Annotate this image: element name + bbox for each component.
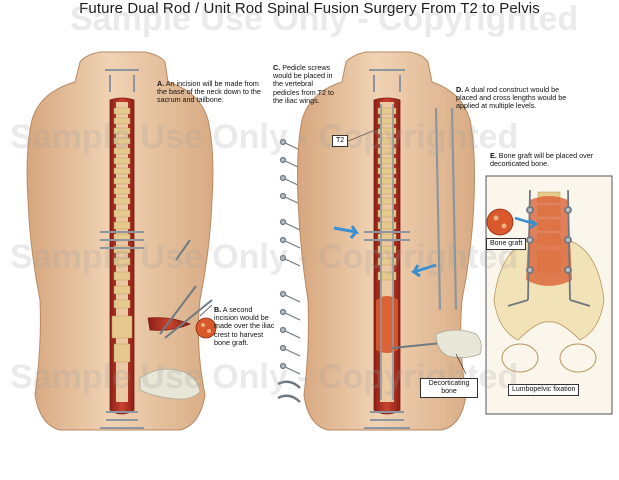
left-torso bbox=[26, 51, 217, 431]
dual-rods bbox=[434, 107, 458, 311]
panel-e-label: E. bbox=[490, 151, 497, 160]
panel-b-label: B. bbox=[214, 305, 222, 314]
panel-a-description: An incision will be made from the base o… bbox=[157, 79, 261, 105]
panel-b-text: B. A second incision would be made over … bbox=[214, 305, 278, 347]
panel-c-text: C. Pedicle screws would be placed in the… bbox=[273, 63, 341, 105]
panel-d-text: D. A dual rod construct would be placed … bbox=[456, 85, 574, 111]
panel-c-description: Pedicle screws would be placed in the ve… bbox=[273, 63, 334, 105]
decorticating-bone-callout: Decorticating bone bbox=[420, 378, 478, 398]
panel-b-description: A second incision would be made over the… bbox=[214, 305, 275, 347]
t2-callout: T2 bbox=[332, 135, 349, 147]
page-title: Future Dual Rod / Unit Rod Spinal Fusion… bbox=[79, 0, 540, 17]
panel-c-label: C. bbox=[273, 63, 281, 72]
pelvis-inset bbox=[485, 175, 613, 415]
panel-a-label: A. bbox=[157, 79, 165, 88]
panel-d-description: A dual rod construct would be placed and… bbox=[456, 85, 567, 111]
panel-e-text: E. Bone graft will be placed over decort… bbox=[490, 151, 610, 169]
panel-a-text: A. An incision will be made from the bas… bbox=[157, 79, 267, 105]
lumbopelvic-fixation-callout: Lumbopelvic fixation bbox=[508, 384, 580, 396]
panel-d-label: D. bbox=[456, 85, 464, 94]
bone-graft-callout: Bone graft bbox=[486, 238, 527, 250]
panel-e-description: Bone graft will be placed over decortica… bbox=[490, 151, 594, 169]
